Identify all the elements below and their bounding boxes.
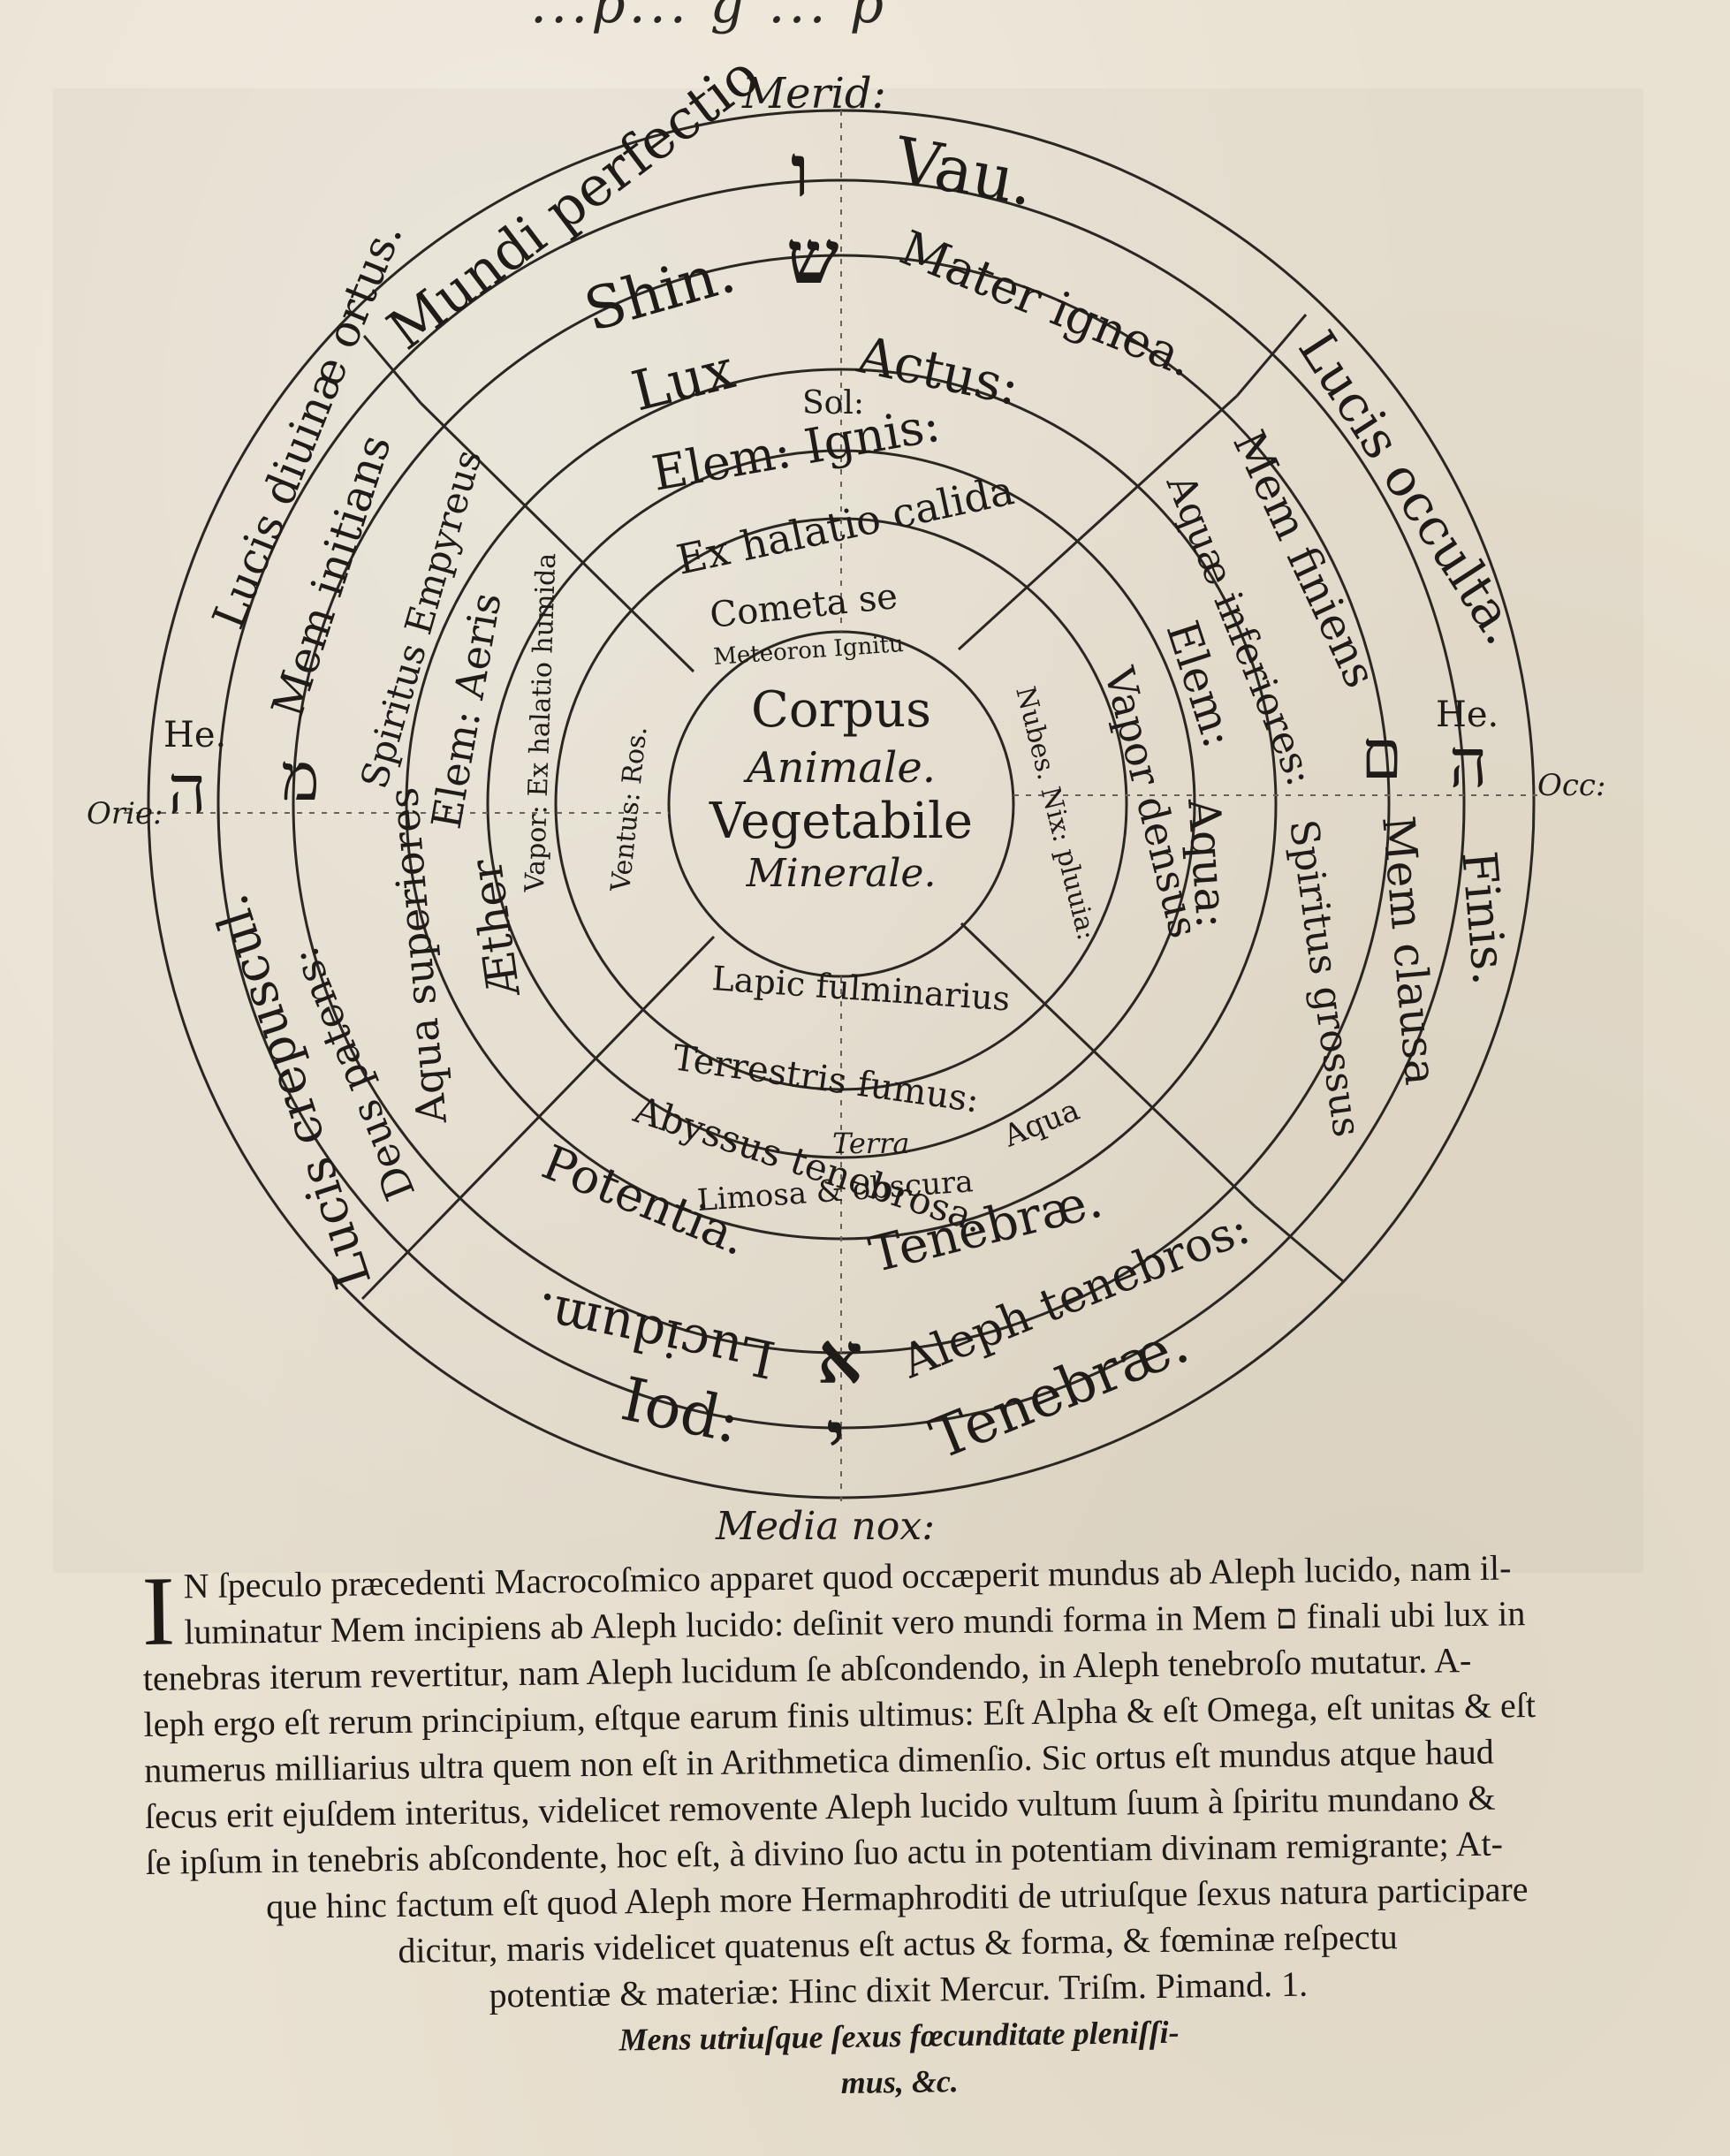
ring4-mem-clausa: Mem clausa bbox=[1372, 814, 1446, 1087]
label-media-nox: Media nox: bbox=[715, 1504, 935, 1549]
label-occidens: Occ: bbox=[1537, 768, 1605, 803]
divider-se-outer bbox=[1254, 1204, 1344, 1283]
ring0-lapis: Lapic fulminarius bbox=[710, 959, 1011, 1018]
center-minerale: Minerale. bbox=[746, 851, 937, 896]
ring5-finis: Finis. bbox=[1451, 849, 1518, 988]
ring5-mundi-perfectio: Mundi perfectio bbox=[376, 42, 770, 362]
ring2-aqua: Aqua: bbox=[1178, 796, 1238, 930]
ring0-nubes: Nubes. Nix: pluuia: bbox=[1009, 683, 1102, 943]
center-vegetabile: Vegetabile bbox=[709, 793, 973, 850]
ring4-shin-glyph: ש bbox=[786, 213, 838, 300]
center-corpus: Corpus bbox=[751, 681, 931, 739]
ring0-ventus: Ventus: Ros. bbox=[605, 725, 654, 894]
ring5-he-right-label: He. bbox=[1436, 695, 1499, 735]
ring3-lux: Lux bbox=[626, 337, 740, 424]
center-animale: Animale. bbox=[743, 743, 936, 793]
divider-ne bbox=[957, 394, 1239, 651]
drop-cap: I bbox=[140, 1556, 176, 1666]
ring2-elem-ignis: Elem: Ignis: bbox=[648, 397, 944, 502]
caption-paragraph: I N ſpeculo præcedenti Macrocoſmico appa… bbox=[141, 1543, 1651, 2115]
ring2-sol: Sol: bbox=[802, 385, 864, 421]
top-cut-text: ...p... g ... p bbox=[530, 0, 888, 35]
macrocosm-diagram: Merid: Media nox: Orie: Occ: Mundi perfe… bbox=[87, 42, 1605, 1549]
ring3-spiritus-grossus: Spiritus grossus bbox=[1280, 816, 1370, 1139]
ring0-cometa: Cometa se bbox=[708, 576, 899, 636]
ring4-aleph-glyph: א bbox=[817, 1317, 862, 1400]
ring5-he-right-glyph: ה bbox=[1449, 724, 1488, 802]
ring1-terrestris-fumus: Terrestris fumus: bbox=[671, 1037, 982, 1120]
ring5-he-left-glyph: ה bbox=[168, 750, 207, 829]
ring4-mem-final-glyph: ם bbox=[1361, 715, 1402, 793]
ring5-he-left-label: He. bbox=[163, 715, 226, 755]
ring4-mem-glyph: מ bbox=[281, 740, 320, 816]
ring2-aqua-small: Aqua bbox=[998, 1092, 1084, 1155]
ring3-actus: Actus: bbox=[852, 324, 1024, 417]
ring0-meteoron: Meteoron Ignitu bbox=[712, 631, 904, 671]
divider-se bbox=[960, 922, 1256, 1208]
ring-1 bbox=[486, 449, 1196, 1159]
divider-nw bbox=[419, 401, 695, 673]
bleed-through-shadow bbox=[53, 88, 1643, 1573]
label-meridies: Merid: bbox=[741, 69, 886, 118]
divider-sw bbox=[421, 935, 716, 1239]
divider-nw-outer bbox=[362, 335, 422, 404]
ring5-vau-glyph: ו bbox=[791, 129, 809, 214]
ring1-vapor-exhalatio: Vapor: Ex halatio humida bbox=[520, 552, 562, 893]
ring2-terra: Terra bbox=[832, 1127, 909, 1160]
ring5-vau: Vau. bbox=[889, 123, 1040, 220]
ring5-iod-glyph: י bbox=[826, 1395, 846, 1480]
divider-ne-outer bbox=[1235, 314, 1308, 397]
divider-sw-outer bbox=[360, 1235, 424, 1301]
label-oriens: Orie: bbox=[87, 796, 163, 831]
ring4-shin: Shin. bbox=[577, 238, 742, 345]
ring3-aqua-superiores: Aqua superiores bbox=[379, 786, 456, 1127]
ring-4 bbox=[216, 178, 1466, 1430]
